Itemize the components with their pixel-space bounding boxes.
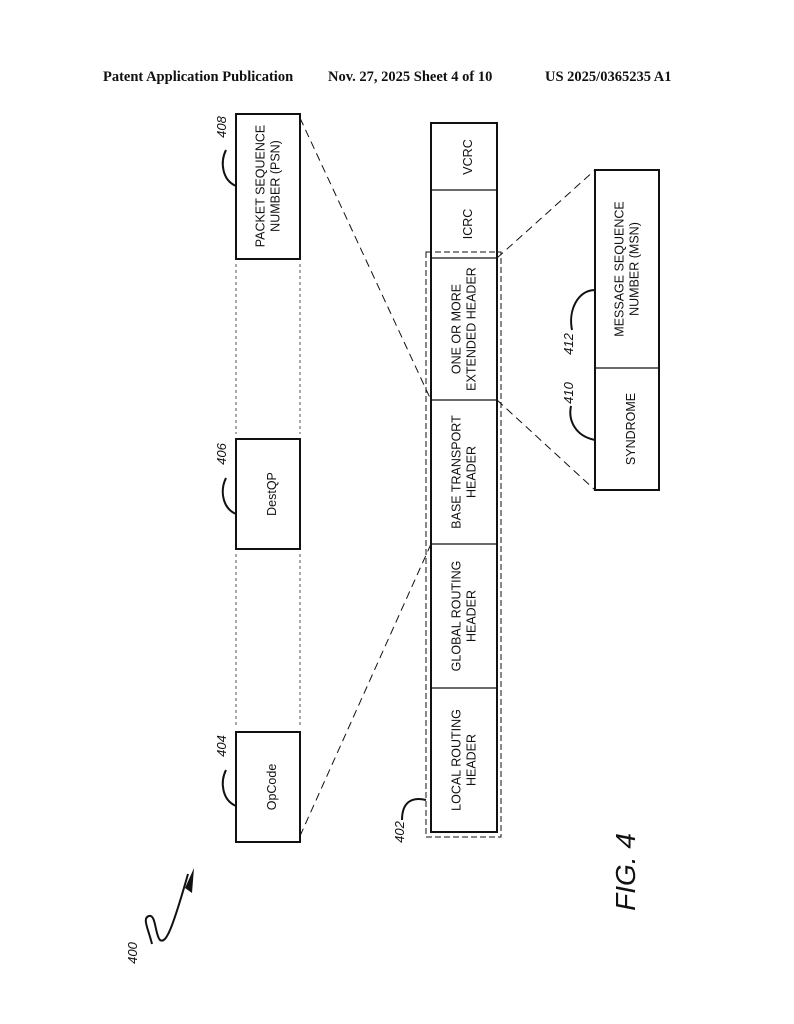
label-line: NUMBER (PSN) bbox=[269, 140, 283, 232]
label-line: PACKET SEQUENCE bbox=[254, 125, 268, 248]
destqp-box bbox=[235, 438, 301, 550]
label-line: EXTENDED HEADER bbox=[465, 267, 479, 391]
label-line: HEADER bbox=[465, 590, 479, 642]
opcode-box bbox=[235, 731, 301, 843]
label-line: VCRC bbox=[461, 139, 475, 174]
psn-box bbox=[235, 113, 301, 260]
label-line: HEADER bbox=[465, 446, 479, 498]
psn-label: PACKET SEQUENCENUMBER (PSN) bbox=[254, 125, 283, 248]
label-line: MESSAGE SEQUENCE bbox=[613, 201, 627, 336]
bth-continuation-lines bbox=[235, 264, 301, 727]
ref-400: 400 bbox=[125, 941, 140, 963]
syndrome-label: SYNDROME bbox=[624, 393, 638, 465]
label-line: HEADER bbox=[465, 734, 479, 786]
extended-header-label: ONE OR MOREEXTENDED HEADER bbox=[450, 267, 479, 391]
arrowhead-icon bbox=[185, 868, 194, 893]
ref-406: 406 bbox=[214, 442, 229, 464]
label-line: ICRC bbox=[461, 209, 475, 240]
ext-fields-box bbox=[594, 169, 660, 491]
msn-label: MESSAGE SEQUENCENUMBER (MSN) bbox=[613, 201, 642, 336]
destqp-label: DestQP bbox=[265, 472, 279, 516]
label-line: LOCAL ROUTING bbox=[450, 709, 464, 811]
publication-label: Patent Application Publication bbox=[103, 69, 294, 85]
date-sheet-label: Nov. 27, 2025 Sheet 4 of 10 bbox=[328, 69, 493, 85]
ref-402: 402 bbox=[392, 820, 407, 842]
label-line: OpCode bbox=[265, 764, 279, 811]
base-transport-header-label: BASE TRANSPORTHEADER bbox=[450, 415, 479, 529]
patent-number: US 2025/0365235 A1 bbox=[545, 69, 672, 85]
zoom-lines bbox=[299, 117, 596, 837]
label-line: SYNDROME bbox=[624, 393, 638, 465]
label-line: BASE TRANSPORT bbox=[450, 415, 464, 529]
packet-field-dividers bbox=[431, 189, 497, 689]
label-line: ONE OR MORE bbox=[450, 284, 464, 374]
packet-frame bbox=[430, 122, 498, 833]
ref-412: 412 bbox=[561, 332, 576, 354]
label-line: NUMBER (MSN) bbox=[628, 222, 642, 316]
page-header: Patent Application Publication Nov. 27, … bbox=[0, 69, 794, 89]
ref-408: 408 bbox=[214, 115, 229, 137]
figure-label: FIG. 4 bbox=[610, 833, 641, 911]
vcrc-label: VCRC bbox=[461, 139, 475, 174]
label-line: GLOBAL ROUTING bbox=[450, 561, 464, 672]
global-routing-header-label: GLOBAL ROUTINGHEADER bbox=[450, 561, 479, 672]
ref-410: 410 bbox=[561, 381, 576, 403]
opcode-label: OpCode bbox=[265, 764, 279, 811]
label-line: DestQP bbox=[265, 472, 279, 516]
local-routing-header-label: LOCAL ROUTINGHEADER bbox=[450, 709, 479, 811]
icrc-label: ICRC bbox=[461, 209, 475, 240]
ref-404: 404 bbox=[214, 735, 229, 757]
leader-lines bbox=[144, 149, 596, 945]
packet-dashed-outline bbox=[425, 251, 502, 838]
